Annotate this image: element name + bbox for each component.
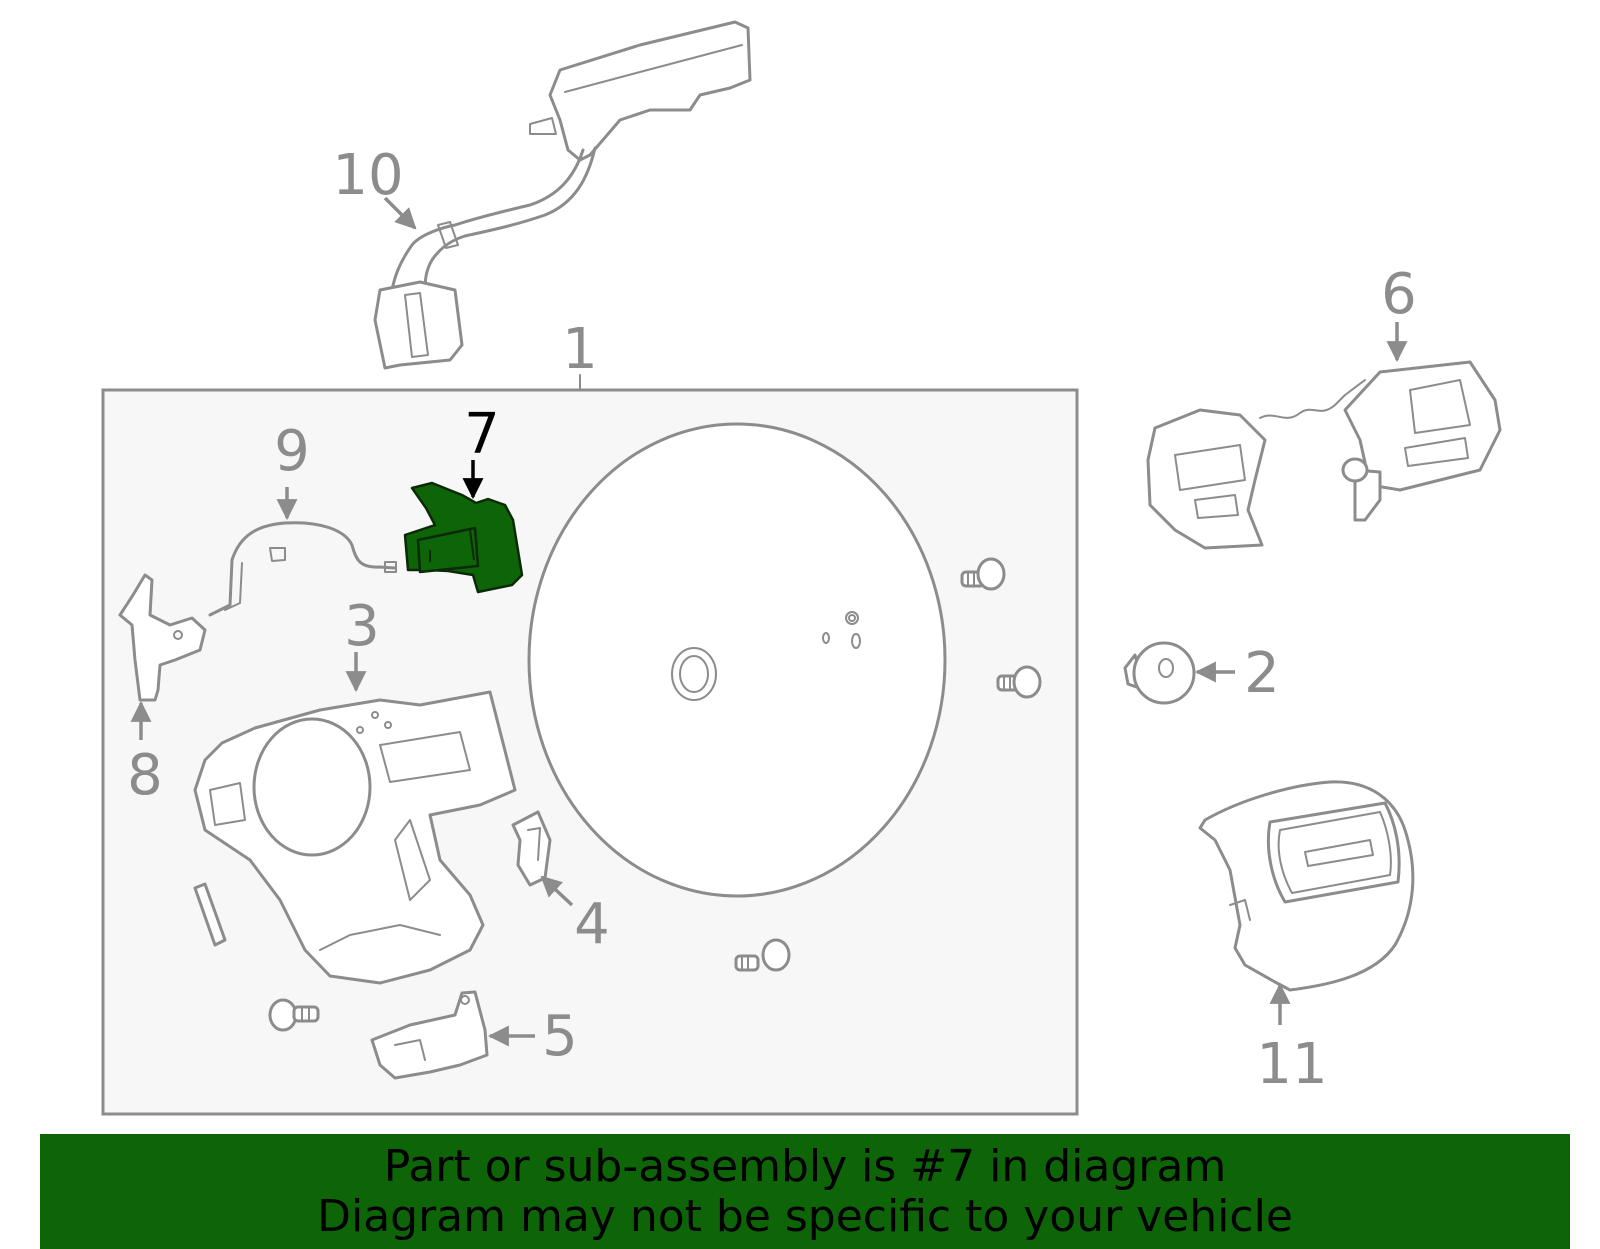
callout-3: 3 [344, 594, 380, 659]
callout-11: 11 [1256, 1032, 1327, 1097]
part-2-plug [1123, 641, 1196, 705]
part-10-spiral-cable [373, 20, 752, 370]
banner-line-2: Diagram may not be specific to your vehi… [317, 1191, 1293, 1242]
callout-4: 4 [574, 892, 610, 957]
info-banner: Part or sub-assembly is #7 in diagram Di… [40, 1134, 1570, 1249]
part-3-clip [193, 882, 227, 947]
bolt-icon [960, 557, 1006, 591]
part-6-switch-assembly [1146, 360, 1502, 550]
bolt-icon [734, 938, 791, 972]
callout-5: 5 [542, 1004, 578, 1069]
part-9-harness [208, 521, 397, 617]
callout-6: 6 [1381, 262, 1417, 327]
part-3-lower-cover [193, 690, 517, 985]
bolt-icon [268, 998, 320, 1032]
callout-9: 9 [274, 419, 310, 484]
steering-wheel-disc [527, 422, 947, 898]
callout-8: 8 [127, 743, 163, 808]
callout-2: 2 [1244, 641, 1280, 706]
part-5-lower-trim [370, 990, 489, 1080]
part-8-plate [118, 573, 207, 702]
callout-7: 7 [464, 402, 500, 467]
bolt-icon [996, 665, 1042, 699]
callout-1: 1 [562, 317, 598, 382]
part-4-bracket [511, 810, 552, 887]
part-7-highlighted [403, 481, 524, 594]
callout-10: 10 [332, 143, 403, 208]
leader-line-4 [540, 875, 574, 907]
part-11-airbag [1198, 780, 1415, 992]
banner-line-1: Part or sub-assembly is #7 in diagram [383, 1141, 1227, 1192]
leader-line-10 [383, 196, 417, 230]
